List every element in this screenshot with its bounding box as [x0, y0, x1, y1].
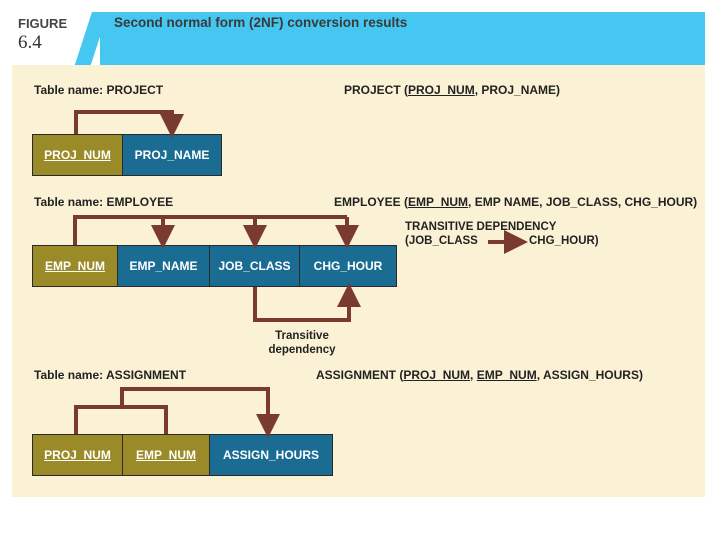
employee-schema: EMPLOYEE (EMP_NUM, EMP NAME, JOB_CLASS, …	[334, 195, 697, 209]
figure-title-band: Second normal form (2NF) conversion resu…	[100, 12, 705, 65]
transitive-dependency-left: (JOB_CLASS	[405, 235, 478, 247]
project-schema-rest: , PROJ_NAME)	[474, 83, 561, 97]
employee-schema-name: EMPLOYEE (	[334, 195, 409, 209]
figure-word: FIGURE	[18, 16, 68, 31]
transitive-dependency-label: Transitive dependency	[252, 329, 352, 357]
assignment-schema-rest: , ASSIGN_HOURS)	[536, 368, 643, 382]
employee-cell-emp-num: EMP_NUM	[32, 245, 118, 287]
employee-cell-job-class: JOB_CLASS	[209, 245, 300, 287]
assignment-cell-emp-num: EMP_NUM	[122, 434, 210, 476]
assignment-cell-proj-num: PROJ_NUM	[32, 434, 123, 476]
employee-cell-chg-hour: CHG_HOUR	[299, 245, 397, 287]
project-schema-key-0: PROJ_NUM	[408, 83, 475, 97]
project-table-name: Table name: PROJECT	[34, 83, 164, 97]
figure-number: 6.4	[18, 32, 42, 53]
transitive-dependency-right: CHG_HOUR)	[529, 235, 599, 247]
figure-header: FIGURE 6.4 Second normal form (2NF) conv…	[12, 12, 705, 65]
assignment-schema: ASSIGNMENT (PROJ_NUM, EMP_NUM, ASSIGN_HO…	[316, 368, 643, 382]
project-cell-proj-num: PROJ_NUM	[32, 134, 123, 176]
transitive-label-line1: Transitive	[275, 330, 329, 342]
project-schema-name: PROJECT (	[344, 83, 409, 97]
employee-cell-emp-name: EMP_NAME	[117, 245, 210, 287]
employee-schema-rest: , EMP NAME, JOB_CLASS, CHG_HOUR)	[468, 195, 698, 209]
employee-schema-key-0: EMP_NUM	[408, 195, 469, 209]
transitive-dependency-title: TRANSITIVE DEPENDENCY	[405, 221, 557, 233]
assignment-schema-key-1: EMP_NUM	[476, 368, 537, 382]
employee-table-name: Table name: EMPLOYEE	[34, 195, 174, 209]
transitive-label-line2: dependency	[268, 344, 336, 356]
assignment-cell-assign-hours: ASSIGN_HOURS	[209, 434, 333, 476]
project-schema: PROJECT (PROJ_NUM, PROJ_NAME)	[344, 83, 560, 97]
assignment-table-name: Table name: ASSIGNMENT	[34, 368, 187, 382]
assignment-schema-name: ASSIGNMENT (	[316, 368, 404, 382]
project-cell-proj-name: PROJ_NAME	[122, 134, 222, 176]
assignment-schema-key-0: PROJ_NUM	[403, 368, 471, 382]
figure-title: Second normal form (2NF) conversion resu…	[114, 15, 408, 30]
